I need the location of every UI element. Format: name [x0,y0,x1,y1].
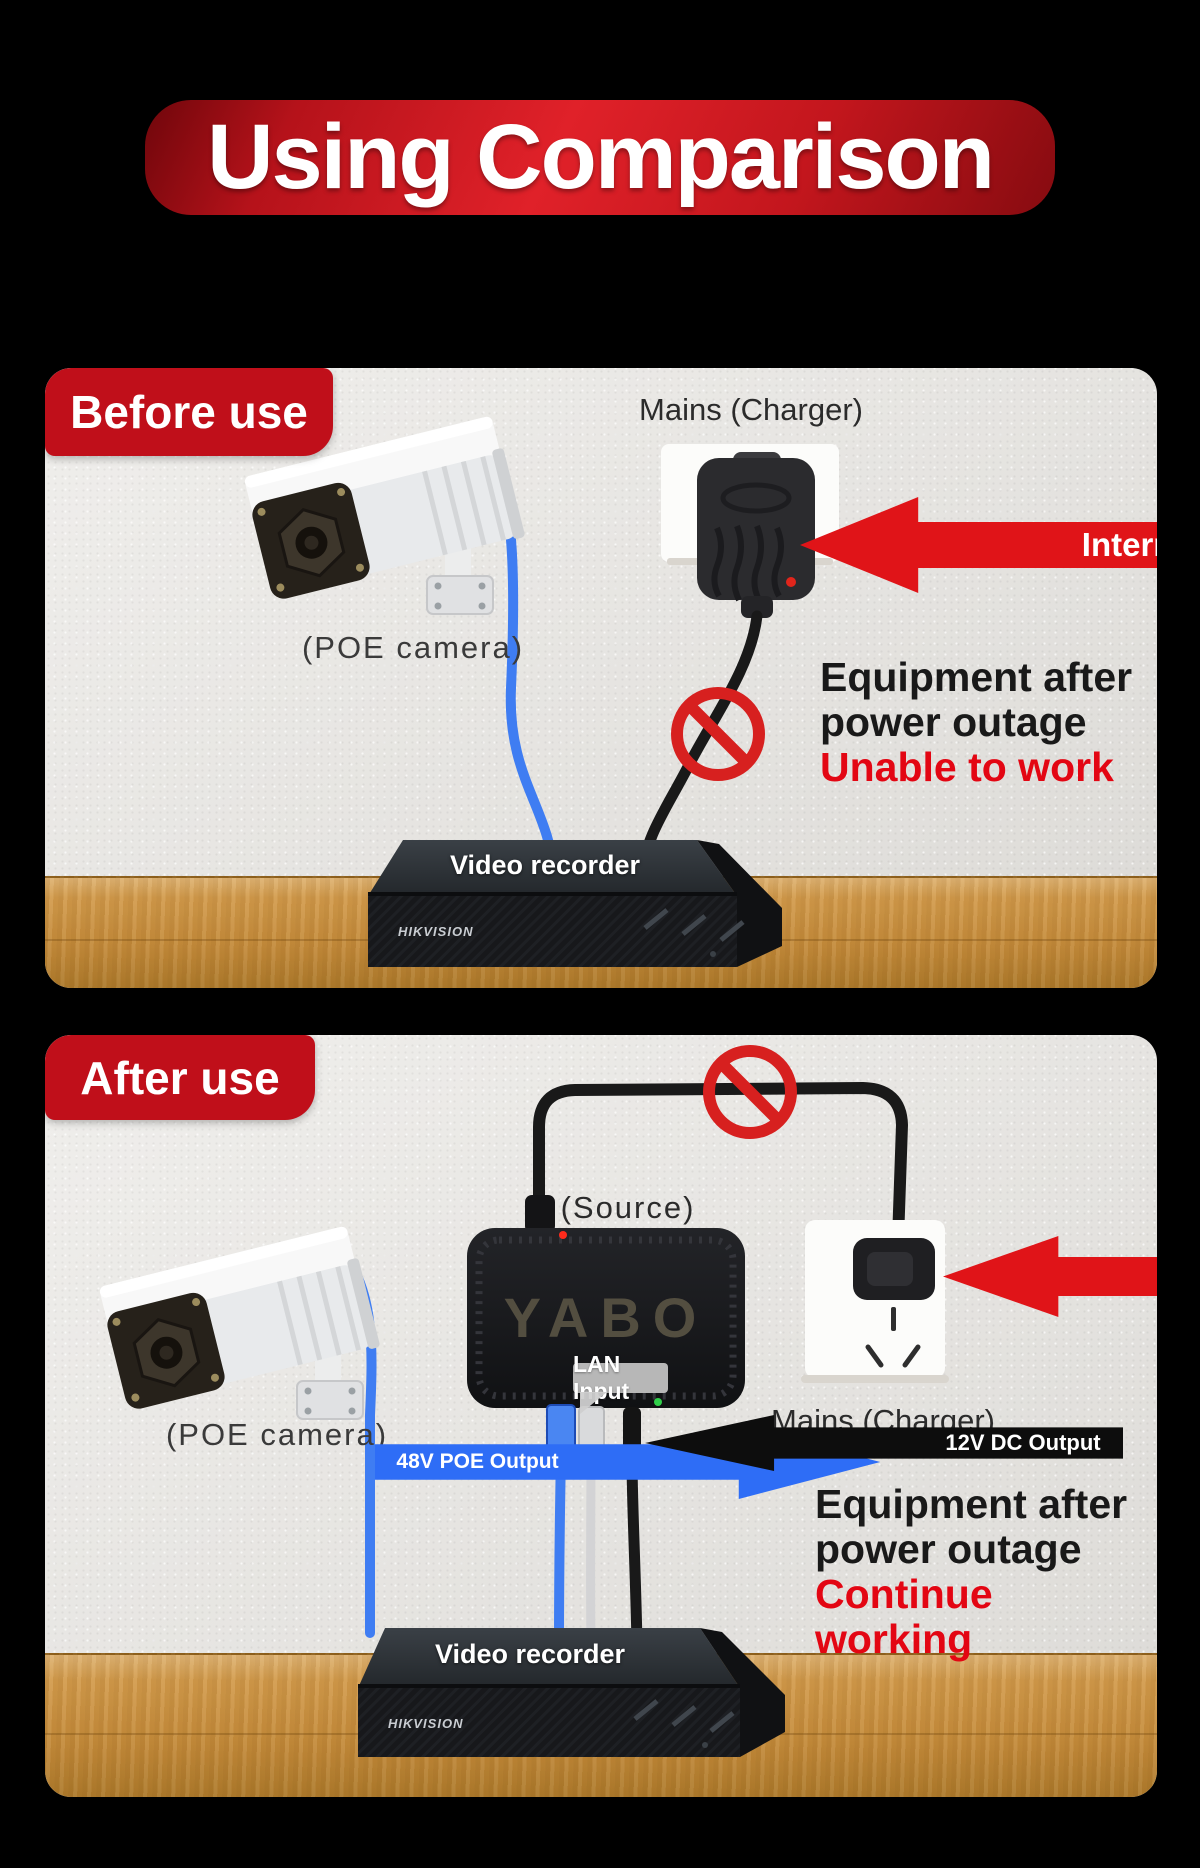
status-text: Equipment after power outage Unable to w… [820,655,1150,790]
poe-camera-label: (POE camera) [301,630,525,665]
status-led-green [654,1398,662,1406]
status-line: Equipment after [815,1481,1128,1527]
mains-plug [853,1238,935,1300]
source-label: (Source) [560,1190,696,1225]
before-scene [45,368,839,967]
mains-power-cable [533,1081,909,1246]
title-banner: Using Comparison [145,100,1055,215]
before-use-badge: Before use [45,368,333,456]
mains-charger-label: Mains (Charger) [639,392,863,427]
video-recorder-illustration [358,1628,785,1757]
lan-tag-pointer [580,1392,607,1414]
no-power-icon [671,687,765,781]
power-led [786,577,796,587]
status-text: Equipment after power outage Continue wo… [815,1482,1145,1662]
after-scene: YABO [45,1045,949,1757]
lan-input-tag: LAN Input [573,1351,668,1404]
ups-device-illustration: YABO [467,1195,745,1408]
badge-label: After use [80,1051,280,1104]
dc-output-cable [626,1453,643,1653]
status-line-highlight: Continue working [815,1571,993,1662]
poe-output-label: 48V POE Output [396,1450,559,1473]
recorder-brand: HIKVISION [398,924,474,939]
video-recorder-label: Video recorder [449,850,641,880]
before-panel: Before use Mains (Charger) Interrupt (PO… [45,368,1157,988]
page-title: Using Comparison [207,106,995,208]
power-cable [636,610,763,882]
no-power-icon [703,1045,797,1139]
status-led-red [559,1231,567,1239]
poe-output-cable [554,1448,566,1650]
after-panel: YABO After use (S [45,1035,1157,1797]
after-use-badge: After use [45,1035,315,1120]
status-line: Equipment after [820,654,1133,700]
yabo-logo: YABO [504,1286,709,1349]
video-recorder-illustration [368,840,782,967]
video-recorder-label: Video recorder [434,1639,626,1669]
dc-output-label: 12V DC Output [945,1430,1101,1455]
status-line-highlight: Unable to work [820,744,1114,790]
status-line: power outage [815,1526,1082,1572]
status-line: power outage [820,699,1087,745]
interrupt-label: Interrupt [1081,526,1157,563]
poe-camera-label: (POE camera) [165,1417,389,1452]
recorder-brand: HIKVISION [388,1716,464,1731]
badge-label: Before use [70,386,308,438]
